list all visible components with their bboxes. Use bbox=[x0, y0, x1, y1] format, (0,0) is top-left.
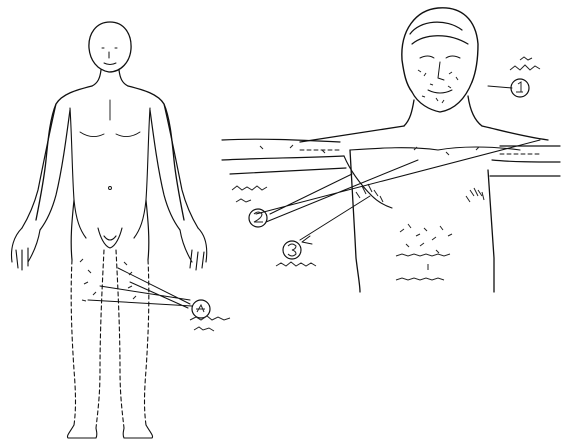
closeup-neck bbox=[404, 82, 482, 126]
closeup-pointer-lines bbox=[256, 86, 540, 240]
closeup-right-torso bbox=[488, 170, 494, 292]
closeup-figure bbox=[222, 8, 560, 292]
body-left-leg bbox=[71, 250, 104, 428]
body-navel bbox=[109, 187, 112, 190]
closeup-shoulders bbox=[300, 126, 548, 142]
annotation-marker-1 bbox=[510, 57, 540, 97]
marker-4-handwriting bbox=[190, 316, 230, 331]
body-right-leg bbox=[116, 250, 149, 428]
marker-1-handwriting bbox=[510, 57, 540, 70]
annotation-marker-3 bbox=[276, 236, 316, 266]
thigh-wound-marks bbox=[80, 259, 136, 301]
marker-3-arrowhead bbox=[302, 236, 312, 244]
closeup-right-armpit bbox=[466, 188, 484, 202]
marker-2-handwriting bbox=[232, 186, 267, 202]
body-feet bbox=[67, 425, 152, 438]
chest-inscription bbox=[396, 254, 450, 280]
body-right-hand bbox=[180, 228, 207, 270]
closeup-face bbox=[420, 56, 460, 93]
marker-3-handwriting bbox=[276, 262, 316, 266]
body-face bbox=[102, 48, 117, 65]
body-left-hand bbox=[11, 228, 40, 270]
arm-wound-marks bbox=[260, 145, 479, 155]
chest-hair-marks bbox=[400, 224, 452, 253]
closeup-left-arm bbox=[222, 139, 346, 174]
annotation-marker-4 bbox=[190, 300, 230, 331]
closeup-head bbox=[402, 8, 478, 92]
body-inner-torso bbox=[70, 108, 150, 238]
closeup-clavicle bbox=[350, 147, 520, 150]
full-body-pointer-lines bbox=[88, 268, 192, 308]
full-body-figure bbox=[11, 22, 206, 438]
body-chest bbox=[80, 100, 140, 137]
body-left-arm bbox=[22, 104, 70, 230]
body-right-arm bbox=[150, 104, 198, 230]
annotation-marker-2 bbox=[232, 186, 267, 227]
closeup-upper-arm-marks bbox=[300, 150, 540, 154]
body-hips bbox=[71, 200, 149, 260]
body-groin bbox=[98, 228, 122, 248]
closeup-hair bbox=[410, 22, 468, 44]
